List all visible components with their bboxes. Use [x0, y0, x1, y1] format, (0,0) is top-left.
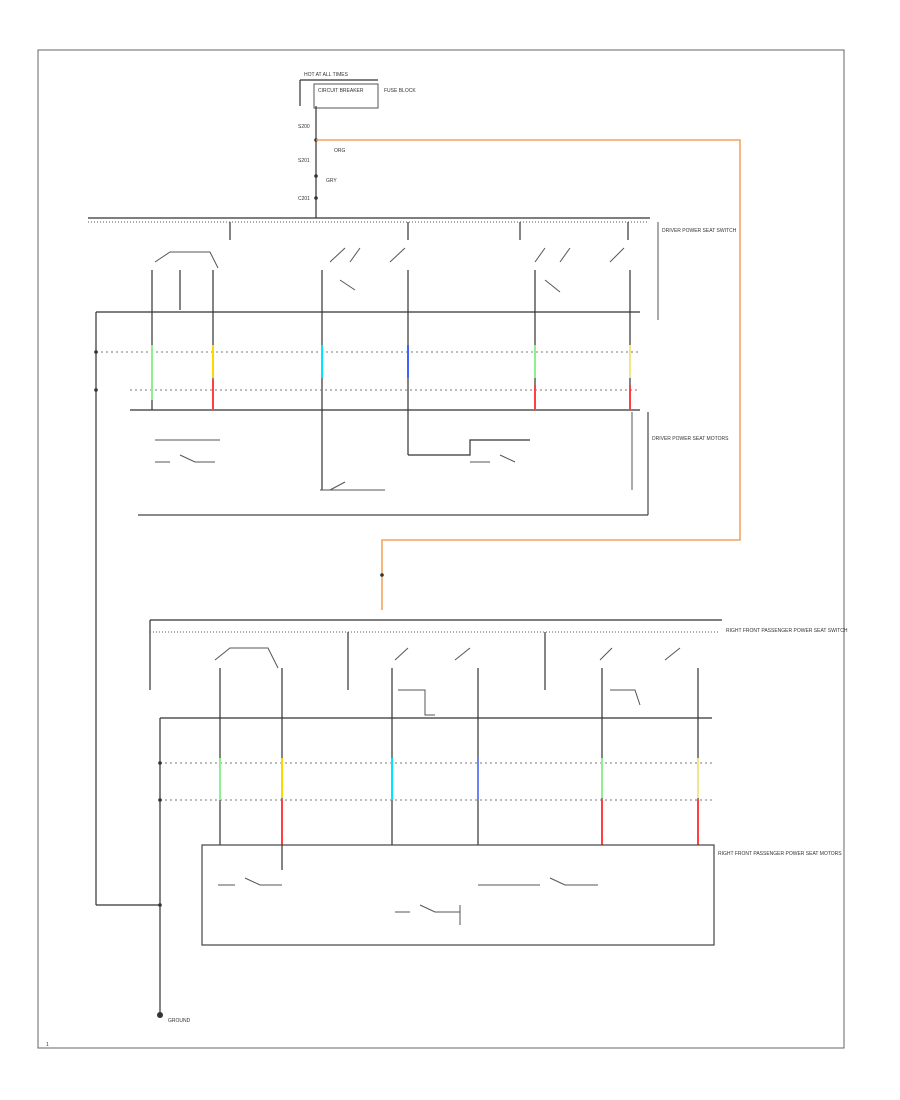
ground: GROUND — [96, 903, 191, 1024]
power-feed: HOT AT ALL TIMES CIRCUIT BREAKER FUSE BL… — [298, 72, 416, 218]
driver-seat-motors: DRIVER POWER SEAT MOTORS — [138, 412, 729, 516]
source-label: HOT AT ALL TIMES — [304, 72, 349, 78]
fuse-note: FUSE BLOCK — [384, 88, 416, 94]
svg-text:GRY: GRY — [326, 178, 337, 184]
driver-seat-switch: DRIVER POWER SEAT SWITCH — [88, 217, 737, 490]
passenger-switch-label: RIGHT FRONT PASSENGER POWER SEAT SWITCH — [726, 628, 848, 634]
passenger-seat-motors: RIGHT FRONT PASSENGER POWER SEAT MOTORS — [201, 844, 842, 946]
svg-text:C201: C201 — [298, 196, 310, 202]
passenger-motors-label: RIGHT FRONT PASSENGER POWER SEAT MOTORS — [718, 851, 842, 857]
driver-motors-label: DRIVER POWER SEAT MOTORS — [652, 436, 729, 442]
svg-text:S200: S200 — [298, 124, 310, 130]
driver-harness — [94, 311, 640, 905]
orange-feed-wire — [316, 139, 741, 610]
passenger-harness — [158, 717, 712, 1015]
page-frame — [37, 49, 845, 1049]
svg-text:S201: S201 — [298, 158, 310, 164]
passenger-seat-switch: RIGHT FRONT PASSENGER POWER SEAT SWITCH — [149, 573, 848, 870]
driver-switch-label: DRIVER POWER SEAT SWITCH — [662, 228, 737, 234]
page-number: 1 — [46, 1042, 49, 1048]
ground-icon — [157, 1012, 163, 1018]
ground-label: GROUND — [168, 1018, 191, 1024]
fuse-label: CIRCUIT BREAKER — [318, 88, 364, 94]
svg-text:ORG: ORG — [334, 148, 346, 154]
